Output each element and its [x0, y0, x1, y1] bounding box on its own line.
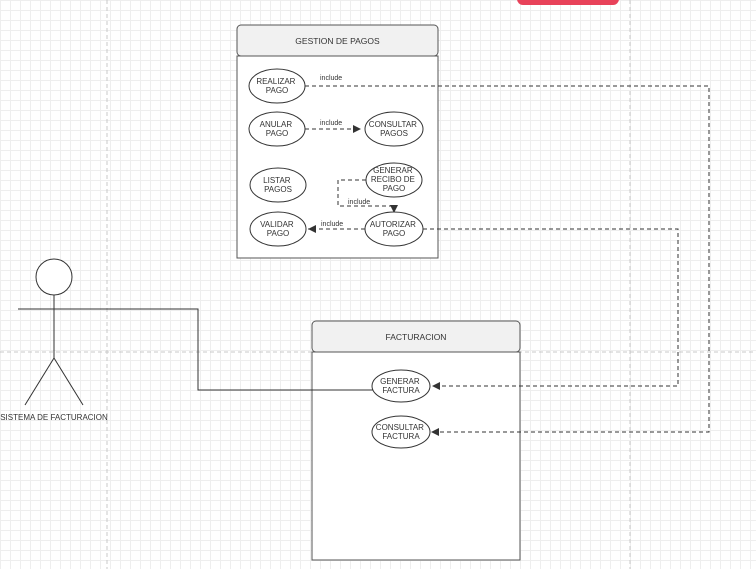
use-case-consultar-pagos[interactable]: CONSULTAR PAGOS — [364, 111, 424, 147]
package-facturacion[interactable]: FACTURACION — [311, 320, 521, 561]
include-label: include — [320, 120, 342, 127]
svg-text:VALIDAR PAGO: VALIDAR PAGO — [260, 220, 296, 238]
svg-text:REALIZAR PAGO: REALIZAR PAGO — [256, 77, 297, 95]
include-realizar-consultar-factura — [305, 85, 710, 436]
accent-button-shape[interactable] — [517, 0, 619, 5]
svg-text:GENERAR FACTURA: GENERAR FACTURA — [380, 377, 422, 395]
package-header — [311, 320, 521, 353]
use-case-generar-factura[interactable]: GENERAR FACTURA — [371, 369, 431, 403]
use-case-generar-recibo-de-pago[interactable]: GENERAR RECIBO DE PAGO — [365, 162, 423, 198]
use-case-consultar-factura[interactable]: CONSULTAR FACTURA — [371, 415, 431, 449]
association-actor-generar-factura — [90, 308, 373, 391]
include-label: include — [321, 221, 343, 228]
actor-head — [35, 258, 73, 296]
package-title: FACTURACION — [386, 332, 447, 342]
include-recibo-autorizar — [337, 179, 398, 213]
svg-text:GENERAR RECIBO DE: GENERAR RECIBO DE PAGO — [371, 166, 417, 193]
svg-text:CONSULTAR FACTURA: CONSULTAR FACTURA — [376, 423, 426, 441]
use-case-autorizar-pago[interactable]: AUTORIZAR PAGO — [364, 211, 424, 247]
actor-label: SISTEMA DE FACTURACION — [0, 413, 108, 422]
svg-text:ANULAR PAGO: ANULAR PAGO — [260, 120, 295, 138]
package-title: GESTION DE PAGOS — [295, 36, 380, 46]
use-case-anular-pago[interactable]: ANULAR PAGO — [248, 111, 306, 147]
package-body — [311, 351, 521, 561]
include-label: include — [320, 75, 342, 82]
include-label: include — [348, 199, 370, 206]
svg-text:AUTORIZAR PAGO: AUTORIZAR PAGO — [370, 220, 418, 238]
use-case-validar-pago[interactable]: VALIDAR PAGO — [249, 211, 307, 247]
actor-left-leg — [24, 357, 55, 406]
use-case-realizar-pago[interactable]: REALIZAR PAGO — [248, 68, 306, 104]
svg-text:LISTAR PAGOS: LISTAR PAGOS — [263, 176, 293, 194]
package-header — [236, 24, 439, 57]
actor-sistema-de-facturacion[interactable]: SISTEMA DE FACTURACION — [0, 258, 108, 422]
actor-right-leg — [53, 357, 84, 406]
include-autorizar-generar-factura — [423, 228, 679, 390]
svg-text:CONSULTAR PAGOS: CONSULTAR PAGOS — [369, 120, 419, 138]
use-case-listar-pagos[interactable]: LISTAR PAGOS — [249, 167, 307, 203]
